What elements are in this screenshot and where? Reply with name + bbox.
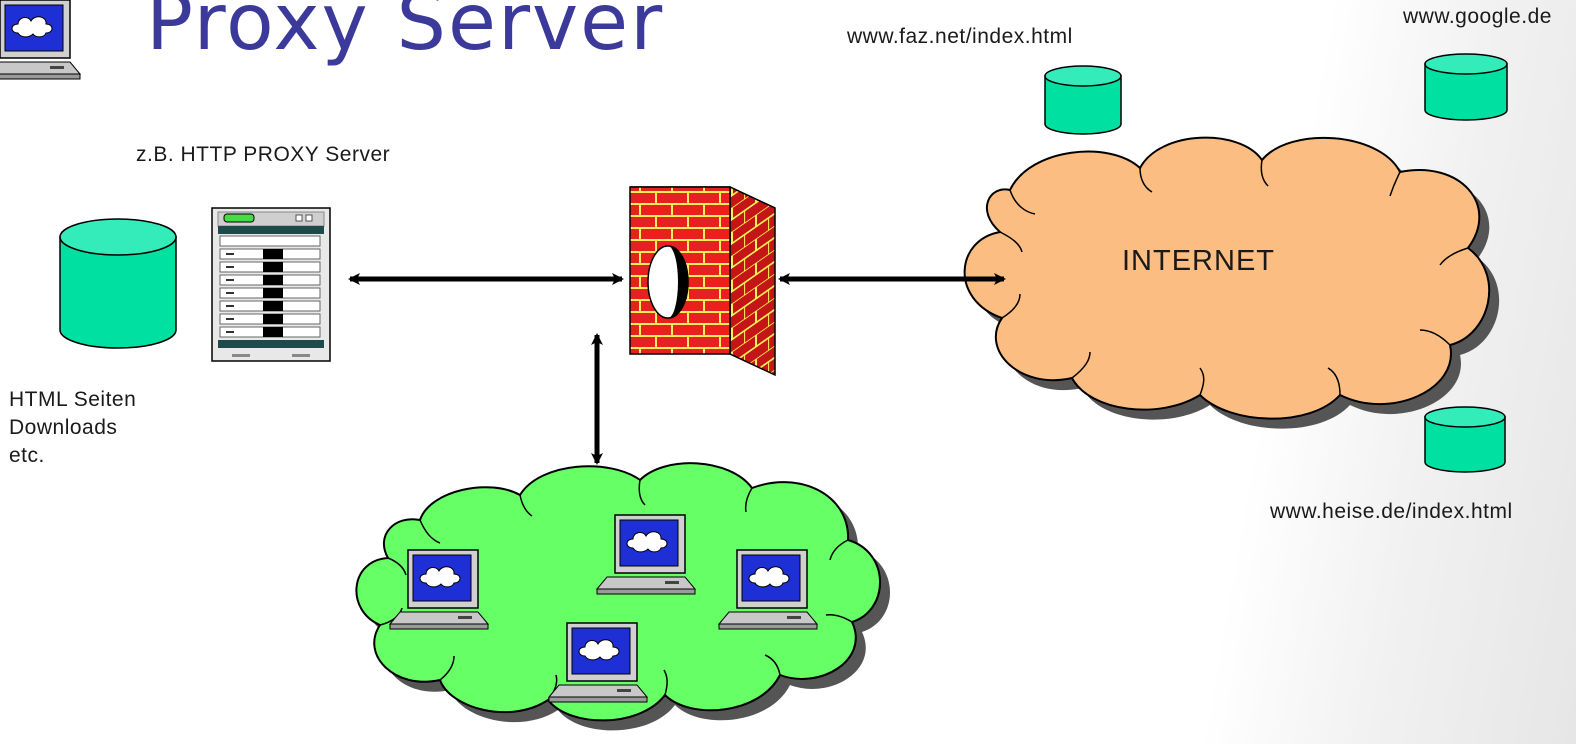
firewall-icon	[629, 185, 776, 377]
database-icon	[1044, 65, 1122, 135]
cache-item: Downloads	[9, 416, 118, 439]
site-heise-label: www.heise.de/index.html	[1270, 500, 1513, 523]
internet-cloud	[963, 136, 1500, 429]
site-faz-label: www.faz.net/index.html	[847, 25, 1073, 48]
cache-item: etc.	[9, 444, 45, 467]
database-icon	[1424, 406, 1506, 473]
cache-item: HTML Seiten	[9, 388, 137, 411]
lan-cloud	[355, 462, 891, 731]
cache-contents-label: HTML Seiten Downloads etc.	[9, 386, 136, 470]
database-icon	[59, 218, 177, 349]
page-title: Proxy Server	[146, 0, 665, 68]
server-rack-icon	[211, 207, 331, 362]
site-google-label: www.google.de	[1403, 5, 1552, 28]
database-icon	[1424, 53, 1508, 121]
workstation-icon	[0, 0, 82, 80]
proxy-server-label: z.B. HTTP PROXY Server	[136, 143, 391, 166]
internet-label: INTERNET	[1122, 245, 1275, 277]
